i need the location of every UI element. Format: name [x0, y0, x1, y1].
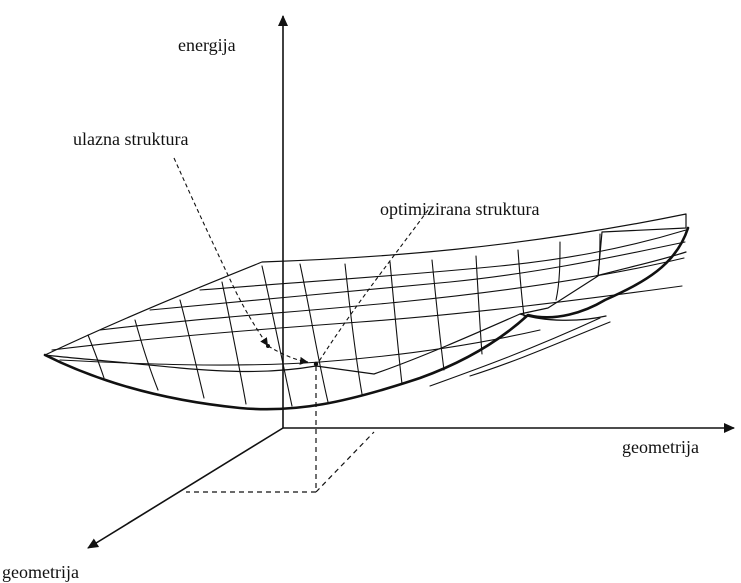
grid-line — [59, 329, 541, 366]
grid-line — [51, 285, 683, 351]
grid-line — [431, 259, 445, 371]
grid-line — [199, 229, 687, 291]
grid-line — [149, 241, 686, 311]
shading-line — [429, 317, 601, 387]
descent-path — [267, 345, 309, 365]
grid-line — [344, 263, 363, 395]
geometry-axis-front — [87, 427, 284, 549]
grid-line — [555, 241, 561, 301]
surface-grid — [51, 229, 687, 407]
grid-line — [597, 233, 601, 277]
axes — [87, 15, 735, 549]
grid-line — [299, 263, 329, 403]
surface-shading-lines — [429, 317, 611, 387]
optimized-structure-label: optimizirana struktura — [380, 199, 539, 219]
geometry-axis-front-label: geometrija — [2, 562, 79, 582]
energy-surface — [43, 213, 690, 411]
surface-fold — [519, 251, 687, 321]
input-structure-pointer — [173, 157, 269, 347]
grid-line — [134, 319, 159, 391]
shading-line — [469, 321, 611, 377]
surface-outline — [44, 213, 687, 375]
grid-line — [475, 255, 483, 355]
optimized-structure-point — [313, 361, 319, 367]
pointer-lines — [173, 157, 429, 367]
grid-line — [179, 299, 205, 399]
energy-axis-label: energija — [178, 35, 236, 55]
projection-to-right-axis — [315, 431, 375, 493]
optimized-structure-pointer — [315, 209, 429, 367]
input-structure-label: ulazna struktura — [73, 129, 188, 149]
input-structure-point — [266, 344, 270, 348]
grid-line — [517, 249, 525, 317]
grid-line — [389, 261, 403, 385]
geometry-axis-right-label: geometrija — [622, 437, 699, 457]
projection-lines — [186, 366, 375, 493]
grid-line — [221, 281, 247, 405]
grid-line — [261, 265, 293, 407]
grid-line — [87, 334, 105, 379]
